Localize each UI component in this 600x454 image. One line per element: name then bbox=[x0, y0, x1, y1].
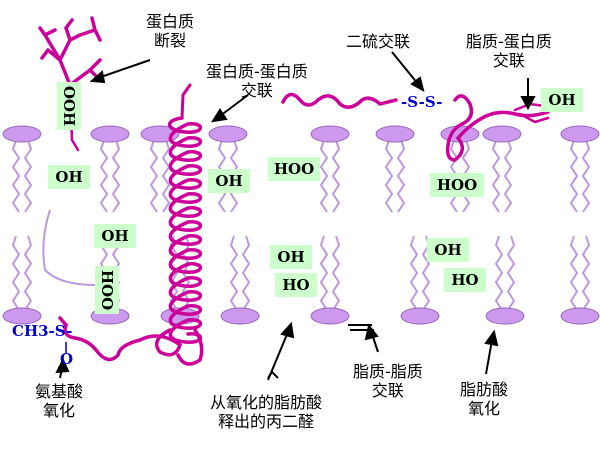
oxidized-amino-acid-chain bbox=[42, 209, 96, 286]
lipid-tail bbox=[581, 139, 591, 213]
annotation-arrows bbox=[55, 51, 536, 381]
lipid-tail bbox=[384, 139, 394, 213]
lipid-tail bbox=[506, 235, 516, 311]
label-lipid-protein-crosslink: 脂质-蛋白质 交联 bbox=[466, 32, 552, 70]
label-line: 交联 bbox=[371, 381, 404, 400]
lipid-head-bottom bbox=[220, 307, 260, 325]
lipid-tail bbox=[11, 235, 21, 311]
lipid-tail bbox=[161, 139, 171, 213]
lipid-tail bbox=[569, 235, 579, 311]
lipid-head-bottom bbox=[560, 307, 600, 325]
ho-label: HO bbox=[282, 276, 310, 294]
hoo-label: HOO bbox=[273, 160, 315, 178]
oh-group-box-4: OH bbox=[270, 245, 312, 269]
lipid-lipid-crosslink bbox=[348, 324, 374, 331]
lipid-tail bbox=[503, 139, 513, 213]
label-protein-break: 蛋白质 断裂 bbox=[146, 12, 194, 50]
lipid-tail bbox=[149, 139, 159, 213]
coiled-protein bbox=[58, 83, 204, 366]
lipid-tail bbox=[319, 235, 329, 311]
label-line: 释出的丙二醛 bbox=[218, 412, 315, 431]
lipid-tail bbox=[111, 139, 121, 213]
ho-group-box-1: HO bbox=[275, 273, 317, 297]
label-line: 蛋白质-蛋白质 bbox=[206, 62, 308, 81]
lipid-head-top bbox=[90, 125, 130, 143]
hoo-label: HOO bbox=[98, 269, 116, 311]
lipid-tail bbox=[569, 139, 579, 213]
label-fatty-acid-oxidation: 脂肪酸 氧化 bbox=[460, 380, 508, 418]
lipid-head-top bbox=[375, 125, 415, 143]
label-line: 交联 bbox=[240, 81, 273, 100]
label-line: 脂质-脂质 bbox=[353, 362, 423, 381]
lipid-tail bbox=[409, 235, 419, 311]
label-malondialdehyde: 从氧化的脂肪酸 释出的丙二醛 bbox=[210, 393, 322, 431]
lipid-tail bbox=[331, 235, 341, 311]
lipid-tail bbox=[319, 139, 329, 213]
lipid-head-bottom bbox=[485, 307, 525, 325]
oh-label: OH bbox=[55, 168, 83, 186]
hoo-group-box-3: HOO bbox=[430, 173, 484, 197]
label-lipid-lipid-crosslink: 脂质-脂质 交联 bbox=[353, 362, 423, 400]
lipid-tail bbox=[331, 139, 341, 213]
oh-group-box-3: OH bbox=[208, 169, 250, 193]
mda-marker bbox=[267, 370, 279, 379]
lipid-head-bottom bbox=[400, 307, 440, 325]
oh-group-box-2: OH bbox=[94, 224, 136, 248]
label-line: 脂肪酸 bbox=[460, 380, 509, 399]
lipid-tail bbox=[11, 139, 21, 213]
lipid-tail bbox=[99, 139, 109, 213]
hoo-label: HOO bbox=[436, 176, 478, 194]
label-line: 氧化 bbox=[43, 401, 76, 420]
lipid-tail bbox=[23, 235, 33, 311]
lipid-head-top bbox=[2, 125, 42, 143]
oh-label: OH bbox=[434, 241, 462, 259]
lipid-head-top bbox=[310, 125, 350, 143]
hoo-group-box-1: HOO bbox=[95, 266, 119, 314]
label-protein-protein-crosslink: 蛋白质-蛋白质 交联 bbox=[206, 62, 308, 100]
lipid-tail bbox=[494, 235, 504, 311]
label-line: 脂质-蛋白质 bbox=[466, 32, 552, 51]
label-line: 交联 bbox=[492, 51, 525, 70]
lipid-tail bbox=[396, 139, 406, 213]
label-line: 从氧化的脂肪酸 bbox=[210, 393, 323, 412]
disulfide-bond: -S-S- bbox=[401, 93, 443, 111]
methionine-group: CH3-S- bbox=[12, 322, 73, 340]
oh-label: OH bbox=[548, 91, 576, 109]
lipid-head-top bbox=[482, 125, 522, 143]
oh-group-box-1: OH bbox=[48, 165, 90, 189]
hoo-group-box-2: HOO bbox=[268, 157, 320, 181]
label-amino-acid-oxidation: 氨基酸 氧化 bbox=[35, 382, 83, 420]
oh-group-box-5: OH bbox=[427, 238, 469, 262]
lipid-tail bbox=[491, 139, 501, 213]
upper-leaflet-heads bbox=[2, 125, 600, 143]
lipid-tail bbox=[241, 235, 251, 311]
oh-label: OH bbox=[101, 227, 129, 245]
label-disulfide-crosslink: 二硫交联 bbox=[346, 32, 411, 51]
ho-group-box-2: HO bbox=[444, 268, 486, 292]
sulfoxide-oxygen: O bbox=[60, 350, 74, 368]
oh-group-box-6: OH bbox=[541, 88, 583, 112]
lipid-tail bbox=[581, 235, 591, 311]
lipid-head-bottom bbox=[310, 307, 350, 325]
ooh-group-box: OOH bbox=[57, 82, 81, 130]
lipid-head-bottom bbox=[2, 307, 42, 325]
oh-label: OH bbox=[215, 172, 243, 190]
ooh-label: OOH bbox=[60, 85, 78, 127]
lipid-tail bbox=[23, 139, 33, 213]
label-line: 氧化 bbox=[468, 399, 501, 418]
label-line: 氨基酸 bbox=[35, 382, 84, 401]
oh-label: OH bbox=[277, 248, 305, 266]
lipid-tail bbox=[229, 235, 239, 311]
ho-label: HO bbox=[451, 271, 479, 289]
label-line: 蛋白质 bbox=[146, 12, 195, 31]
lipid-head-top bbox=[208, 125, 248, 143]
lipid-head-top bbox=[560, 125, 600, 143]
lower-leaflet-heads bbox=[2, 307, 600, 325]
label-line: 断裂 bbox=[154, 31, 187, 50]
